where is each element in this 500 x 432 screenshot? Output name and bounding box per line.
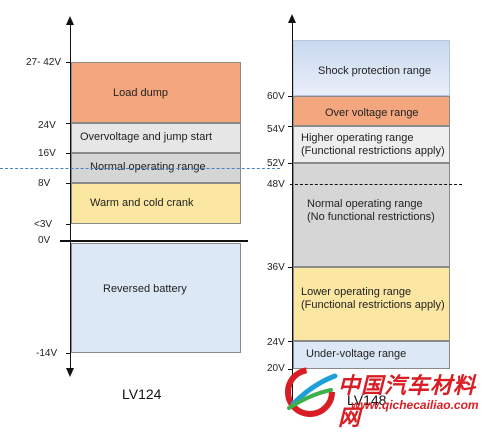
lv148-axis-arrow-up-icon [288, 14, 296, 23]
lv148-label-52v: 52V [267, 158, 285, 169]
lv124-reversed-range [71, 243, 241, 353]
lv124-axis-arrow-down-icon [66, 368, 74, 377]
lv124-label-0v: 0V [38, 235, 51, 246]
lv124-tick [66, 183, 71, 184]
lv148-title: LV148 [347, 392, 387, 408]
lv124-axis [70, 24, 71, 370]
lv148-normal-label: Normal operating range (No functional re… [307, 198, 447, 224]
lv148-tick [288, 341, 293, 342]
watermark-logo-icon [285, 367, 338, 417]
lv148-normal-range [293, 163, 450, 267]
lv124-load-dump-label: Load dump [113, 87, 169, 99]
lv148-lower-range [293, 267, 450, 341]
lv148-under-voltage-range [293, 341, 450, 369]
lv148-tick [288, 369, 293, 370]
lv148-higher-label-line2: (Functional restrictions apply) [301, 145, 445, 157]
lv148-lower-label-line1: Lower operating range [301, 286, 412, 298]
lv124-label-27-42v: 27- 42V [26, 57, 62, 68]
lv124-tick [66, 353, 71, 354]
lv124-tick [66, 153, 71, 154]
lv148-tick [288, 163, 293, 164]
watermark-url: www.qichecailiao.com [351, 398, 479, 412]
lv148-label-60v: 60V [267, 91, 285, 102]
lv148-label-20v: 20V [267, 363, 285, 374]
lv124-tick [66, 62, 71, 63]
lv124-reversed-label: Reversed battery [103, 283, 187, 295]
lv124-boundary-dashed-line [0, 168, 280, 169]
lv124-label-3v: <3V [34, 219, 53, 230]
lv124-overvoltage-label: Overvoltage and jump start [80, 131, 213, 143]
lv148-lower-label: Lower operating range (Functional restri… [301, 286, 447, 312]
lv124-tick [66, 224, 71, 225]
lv148-label-48v: 48V [267, 179, 285, 190]
lv148-tick [288, 126, 293, 127]
lv124-overvoltage-range [71, 123, 241, 153]
lv148-label-54v: 54V [267, 124, 285, 135]
lv148-over-voltage-label: Over voltage range [325, 107, 419, 119]
lv148-shock-range [293, 40, 450, 96]
lv148-higher-label-line1: Higher operating range [301, 132, 414, 144]
lv148-under-voltage-label: Under-voltage range [306, 348, 407, 360]
lv148-axis [292, 22, 293, 400]
lv124-normal-label: Normal operating range [90, 161, 206, 173]
lv148-tick [288, 267, 293, 268]
lv124-label-8v: 8V [38, 178, 51, 189]
lv124-label-neg14v: -14V [36, 348, 58, 359]
lv148-normal-label-line1: Normal operating range [307, 198, 423, 210]
lv148-label-36v: 36V [267, 262, 285, 273]
lv124-title: LV124 [122, 386, 162, 402]
lv124-zero-line [60, 240, 248, 242]
lv124-axis-arrow-up-icon [66, 16, 74, 25]
lv148-shock-label: Shock protection range [318, 65, 432, 77]
lv148-over-voltage-range [293, 96, 450, 126]
lv124-load-dump-range [71, 62, 241, 123]
lv148-tick [288, 96, 293, 97]
lv124-warm-cold-label: Warm and cold crank [90, 197, 194, 209]
lv124-label-16v: 16V [38, 148, 56, 159]
lv148-label-24v: 24V [267, 337, 285, 348]
lv124-label-24v: 24V [38, 120, 56, 131]
lv148-lower-label-line2: (Functional restrictions apply) [301, 299, 445, 311]
lv124-tick [66, 123, 71, 124]
lv148-higher-label: Higher operating range (Functional restr… [301, 132, 447, 158]
lv148-higher-range [293, 126, 450, 163]
voltage-range-diagram: Load dump Overvoltage and jump start Nor… [0, 14, 498, 430]
lv148-48v-dashed-line [290, 184, 462, 185]
lv124-warm-cold-range [71, 183, 241, 224]
lv148-normal-label-line2: (No functional restrictions) [307, 211, 435, 223]
watermark: 中国汽车材料网 www.qichecailiao.com [283, 364, 498, 430]
